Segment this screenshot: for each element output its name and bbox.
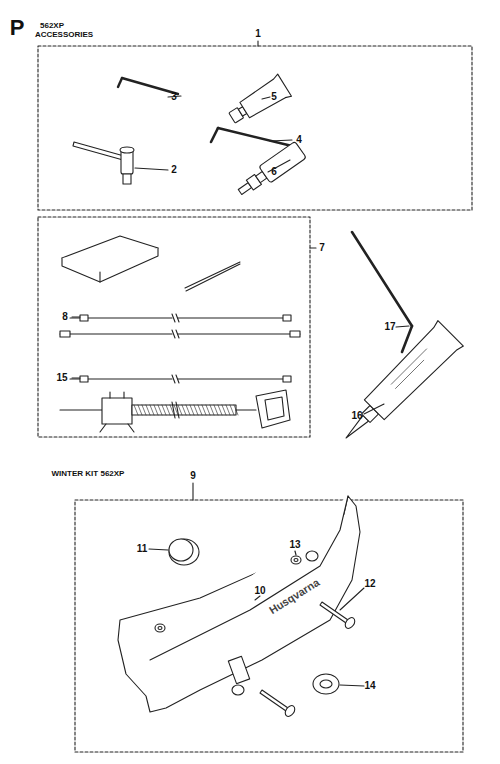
- callout-number: 5: [271, 92, 277, 102]
- grease-tube: [225, 74, 291, 129]
- group-frame: [38, 217, 310, 437]
- callout-number: 12: [364, 579, 375, 589]
- callout-number: 3: [171, 92, 177, 102]
- callout-number: 13: [289, 540, 300, 550]
- leader-line: [149, 549, 168, 550]
- braid-stroke: [226, 405, 230, 415]
- callout-number: 1: [255, 29, 261, 39]
- braid-stroke: [150, 405, 154, 415]
- leader-line: [364, 404, 384, 414]
- braid-stroke: [202, 405, 206, 415]
- braid-stroke: [190, 405, 194, 415]
- braid-stroke: [222, 405, 226, 415]
- hex-key: [211, 128, 292, 146]
- model-heading: 562XP: [40, 22, 64, 30]
- tool-case: [62, 236, 158, 282]
- test-cable: [70, 375, 291, 383]
- washer: [155, 556, 301, 632]
- braid-stroke: [210, 405, 214, 415]
- leader-line: [255, 596, 260, 600]
- bearing-tool: [234, 141, 306, 200]
- leader-line: [396, 326, 409, 327]
- callout-number: 6: [271, 167, 277, 177]
- callout-number: 9: [190, 471, 196, 481]
- braid-stroke: [234, 405, 238, 415]
- leader-line: [262, 97, 270, 99]
- callout-number: 8: [62, 312, 68, 322]
- braid-stroke: [154, 405, 158, 415]
- callout-number: 15: [56, 373, 67, 383]
- leader-line: [295, 551, 296, 555]
- test-cable: [60, 314, 300, 338]
- sealant-tube: [333, 321, 463, 451]
- braid-stroke: [138, 405, 142, 415]
- braid-stroke: [146, 405, 150, 415]
- section-heading: WINTER KIT 562XP: [52, 470, 125, 478]
- leader-line: [310, 247, 316, 248]
- callout-number: 16: [351, 411, 362, 421]
- braid-stroke: [178, 405, 182, 415]
- callout-number: 14: [364, 681, 375, 691]
- leader-line: [72, 316, 80, 317]
- braid-stroke: [186, 405, 190, 415]
- braid-stroke: [218, 405, 222, 415]
- hex-key: [352, 232, 412, 352]
- leader-line: [257, 41, 258, 46]
- callout-number: 2: [171, 165, 177, 175]
- braid-stroke: [214, 405, 218, 415]
- leader-line: [340, 588, 364, 610]
- braid-stroke: [162, 405, 166, 415]
- callout-number: 10: [254, 586, 265, 596]
- braid-stroke: [198, 405, 202, 415]
- harness-braid: [134, 405, 238, 415]
- braid-stroke: [142, 405, 146, 415]
- callout-number: 7: [319, 243, 325, 253]
- leader-line: [340, 685, 364, 686]
- grommet: [313, 674, 339, 694]
- group-frame: [38, 46, 472, 210]
- hex-key: [118, 78, 178, 94]
- section-heading: ACCESSORIES: [35, 31, 93, 39]
- braid-stroke: [170, 405, 174, 415]
- braid-stroke: [134, 405, 138, 415]
- leader-line: [192, 483, 193, 500]
- braid-stroke: [158, 405, 162, 415]
- page-letter: P: [10, 17, 25, 39]
- braid-stroke: [174, 405, 178, 415]
- braid-stroke: [206, 405, 210, 415]
- braid-stroke: [230, 405, 234, 415]
- callout-number: 17: [384, 322, 395, 332]
- combination-tool: [73, 142, 134, 184]
- tweezers: [185, 262, 240, 291]
- leader-line: [135, 168, 168, 170]
- screw: [260, 602, 357, 718]
- callout-number: 11: [137, 544, 148, 554]
- callout-number: 4: [296, 135, 302, 145]
- plug: [169, 539, 199, 565]
- wire-harness: [60, 390, 290, 432]
- leader-line: [72, 377, 80, 378]
- braid-stroke: [194, 405, 198, 415]
- leader-line: [270, 140, 292, 141]
- braid-stroke: [166, 405, 170, 415]
- braid-stroke: [182, 405, 186, 415]
- cylinder-cover: [118, 496, 360, 712]
